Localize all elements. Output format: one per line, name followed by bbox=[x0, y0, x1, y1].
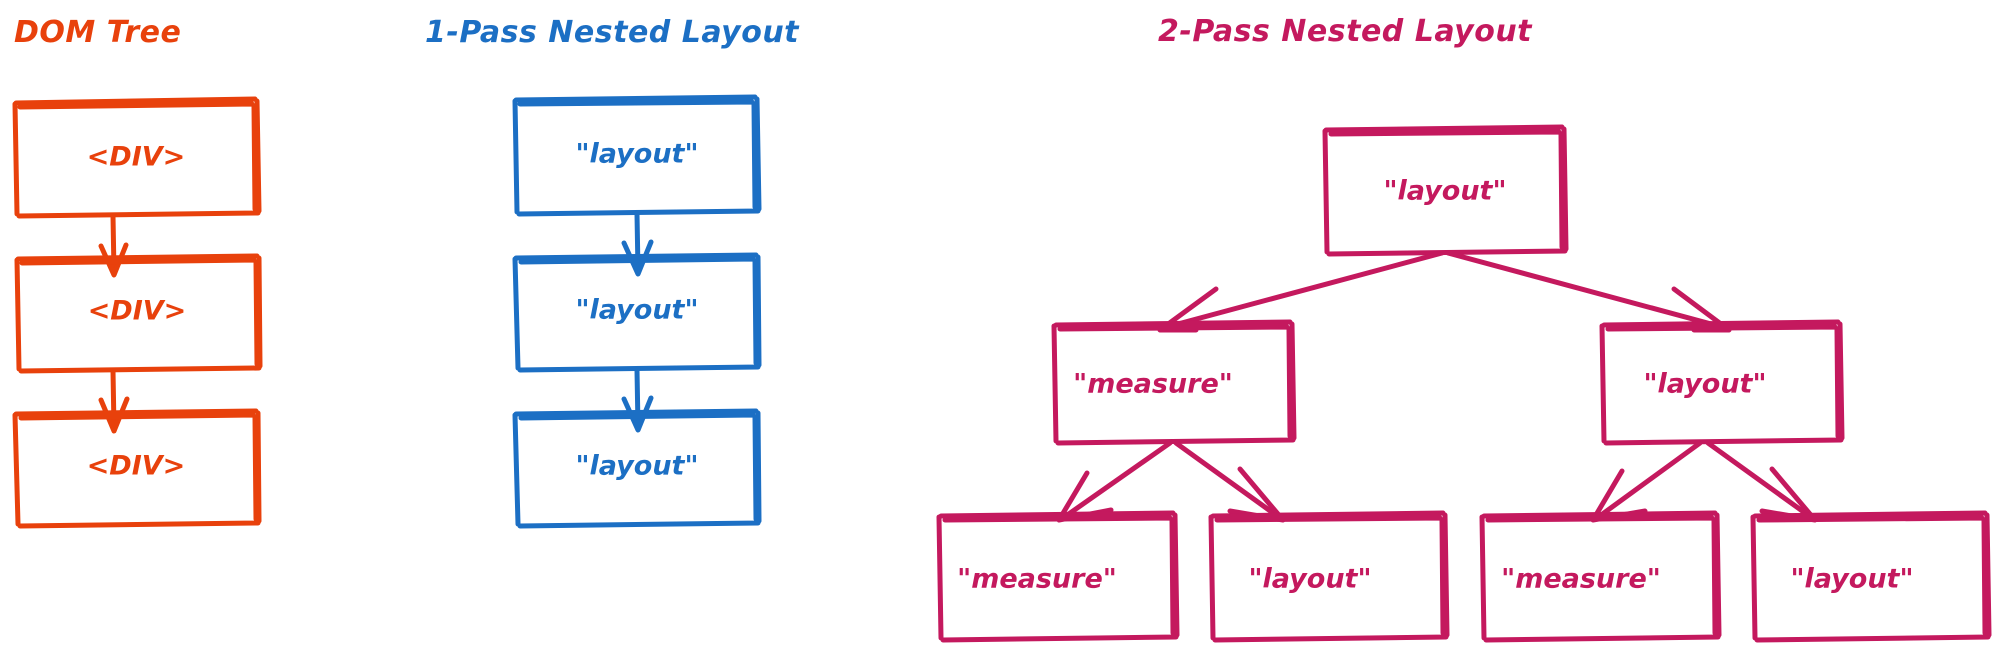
edge-r-m1 bbox=[1157, 250, 1445, 333]
node-l3: "layout" bbox=[1750, 510, 1992, 643]
node-m3-label: "measure" bbox=[1501, 564, 1661, 595]
node-l1-label: "layout" bbox=[1643, 369, 1766, 400]
node-b3: "layout" bbox=[512, 408, 762, 529]
node-b2-label: "layout" bbox=[575, 295, 698, 326]
node-d2-label: <DIV> bbox=[88, 296, 187, 327]
edge-d2-d3 bbox=[98, 368, 130, 434]
node-d1-label: <DIV> bbox=[87, 142, 186, 173]
edge-b1-b2 bbox=[621, 211, 654, 277]
node-m1-label: "measure" bbox=[1073, 369, 1233, 400]
node-l1: "layout" bbox=[1599, 319, 1845, 446]
node-m2-label: "measure" bbox=[957, 564, 1117, 595]
node-m2: "measure" bbox=[936, 510, 1180, 643]
node-d1: <DIV> bbox=[12, 96, 262, 219]
panel-title-dom-tree: DOM Tree bbox=[14, 15, 182, 50]
panel-title-two-pass: 2-Pass Nested Layout bbox=[1158, 14, 1533, 49]
panel-dom-tree: <DIV> <DIV> <DIV> bbox=[12, 96, 263, 529]
edge-m1-l2 bbox=[1173, 440, 1286, 523]
edge-d1-d2 bbox=[98, 213, 129, 278]
node-d3: <DIV> bbox=[12, 408, 262, 529]
edge-b2-b3 bbox=[621, 367, 654, 433]
node-d2: <DIV> bbox=[14, 253, 263, 374]
node-b3-label: "layout" bbox=[575, 451, 698, 482]
node-r-label: "layout" bbox=[1383, 176, 1506, 207]
node-l2: "layout" bbox=[1208, 510, 1450, 643]
panel-two-pass: "layout" "measure" "layout" bbox=[936, 124, 1992, 643]
node-b1: "layout" bbox=[512, 94, 762, 217]
panel-one-pass: "layout" "layout" "layout" bbox=[512, 94, 762, 529]
node-m1: "measure" bbox=[1051, 319, 1297, 446]
panel-title-one-pass: 1-Pass Nested Layout bbox=[425, 15, 800, 50]
node-b1-label: "layout" bbox=[575, 139, 698, 170]
edge-m1-m2 bbox=[1056, 440, 1173, 523]
edge-l1-m3 bbox=[1590, 440, 1703, 523]
node-l3-label: "layout" bbox=[1790, 564, 1913, 595]
edge-r-l1 bbox=[1445, 250, 1732, 333]
node-l2-label: "layout" bbox=[1248, 564, 1371, 595]
node-r: "layout" bbox=[1322, 124, 1569, 257]
node-m3: "measure" bbox=[1479, 510, 1722, 643]
node-d3-label: <DIV> bbox=[87, 451, 186, 482]
edge-l1-l3 bbox=[1705, 440, 1818, 523]
